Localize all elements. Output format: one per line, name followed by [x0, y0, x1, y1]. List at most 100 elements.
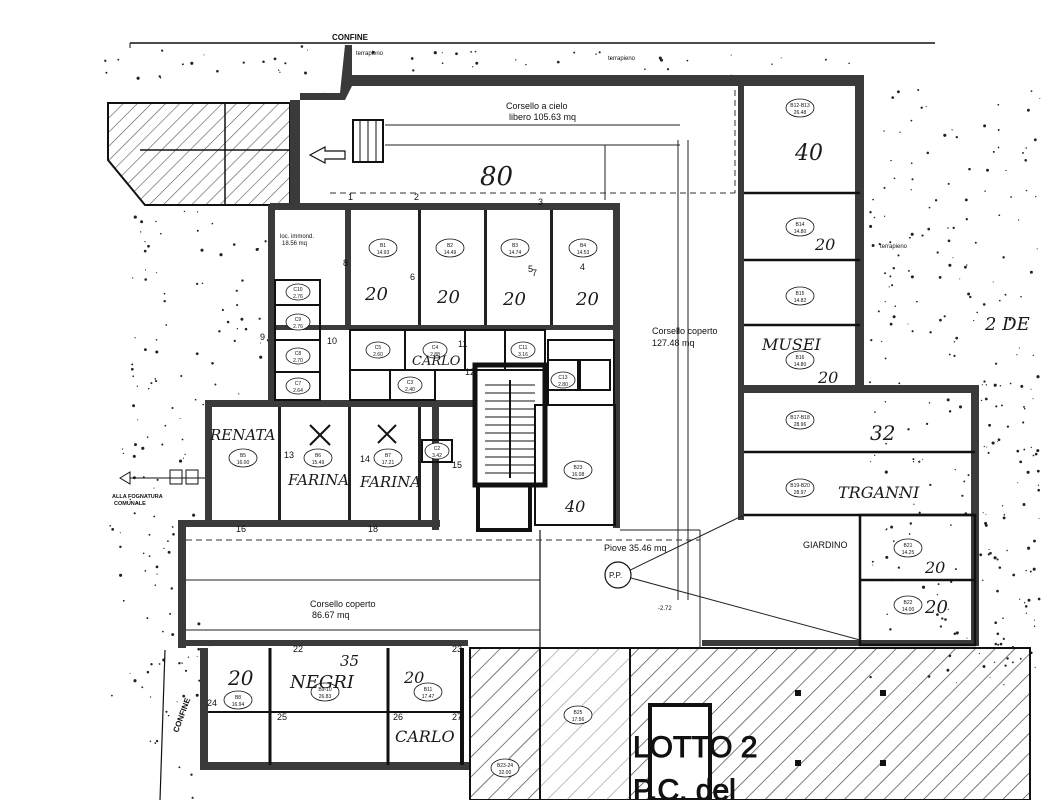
garage-tag: [785, 410, 815, 430]
garage-tag: [785, 98, 815, 118]
section-number: 23: [452, 644, 462, 654]
speckle-dot: [105, 71, 108, 74]
handwriting-musei: MUSEI: [761, 335, 822, 354]
section-number: 12: [465, 367, 475, 377]
speckle-dot: [869, 381, 871, 384]
cellar-area: 3.16: [518, 352, 528, 358]
speckle-dot: [666, 68, 670, 71]
speckle-dot: [911, 330, 914, 333]
speckle-dot: [1005, 169, 1007, 172]
speckle-dot: [1038, 518, 1040, 520]
speckle-dot: [140, 220, 144, 224]
speckle-dot: [1001, 505, 1004, 507]
speckle-dot: [150, 663, 153, 666]
speckle-dot: [1016, 354, 1018, 356]
corsello-right-label: Corsello coperto: [652, 326, 718, 336]
speckle-dot: [1026, 470, 1030, 474]
speckle-dot: [884, 401, 887, 403]
speckle-dot: [226, 320, 230, 324]
speckle-dot: [198, 679, 201, 682]
garage-tag: [303, 448, 333, 468]
right-garages: [744, 191, 977, 647]
speckle-dot: [996, 632, 1000, 636]
speckle-dot: [197, 622, 201, 626]
speckle-dot: [190, 773, 193, 776]
speckle-dot: [146, 617, 149, 620]
handwriting-20-b2: 20: [436, 287, 460, 308]
speckle-dot: [1017, 482, 1019, 484]
speckle-dot: [1004, 293, 1007, 296]
speckle-dot: [144, 348, 147, 351]
speckle-dot: [262, 60, 265, 64]
speckle-dot: [233, 339, 236, 343]
speckle-dot: [178, 766, 181, 769]
cellar-code: C4: [432, 345, 439, 351]
speckle-dot: [214, 383, 217, 386]
speckle-dot: [1019, 598, 1021, 600]
speckle-dot: [958, 405, 963, 409]
speckle-dot: [965, 218, 968, 221]
speckle-dot: [997, 643, 1000, 646]
speckle-dot: [953, 354, 956, 357]
speckle-dot: [997, 438, 1001, 442]
speckle-dot: [894, 305, 897, 307]
speckle-dot: [946, 398, 950, 402]
speckle-dot: [412, 69, 415, 72]
speckle-dot: [988, 423, 991, 427]
speckle-dot: [1027, 546, 1031, 550]
speckle-dot: [171, 633, 175, 637]
cellar-tag: [285, 347, 311, 365]
speckle-dot: [986, 168, 989, 172]
fognatura-label-1: ALLA FOGNATURA: [112, 494, 163, 500]
cellar-tag: [422, 341, 448, 359]
speckle-dot: [939, 318, 942, 322]
speckle-dot: [242, 61, 245, 64]
speckle-dot: [995, 405, 998, 408]
garage-tag: [568, 238, 598, 258]
speckle-dot: [892, 540, 895, 542]
speckle-dot: [410, 57, 414, 60]
speckle-dot: [1035, 195, 1037, 198]
speckle-dot: [433, 51, 437, 55]
speckle-dot: [191, 796, 194, 799]
speckle-dot: [911, 178, 914, 181]
speckle-dot: [236, 328, 239, 330]
speckle-dot: [992, 281, 994, 283]
speckle-dot: [937, 583, 940, 586]
garage-area: 28.96: [794, 422, 807, 428]
speckle-dot: [889, 322, 893, 326]
speckle-dot: [917, 89, 920, 91]
speckle-dot: [144, 570, 147, 572]
speckle-dot: [959, 278, 961, 280]
speckle-dot: [192, 513, 196, 517]
speckle-dot: [190, 61, 194, 65]
speckle-dot: [891, 284, 894, 287]
speckle-dot: [1022, 421, 1025, 424]
access-ramp: [107, 100, 300, 210]
garage-area: 32.00: [499, 770, 512, 776]
speckle-dot: [884, 272, 886, 275]
speckle-dot: [886, 613, 888, 616]
speckle-dot: [169, 612, 172, 615]
garage-area: 14.74: [509, 250, 522, 256]
section-number: 6: [410, 272, 415, 282]
speckle-dot: [307, 49, 309, 51]
speckle-dot: [910, 119, 913, 122]
corsello-right-area: 127.48 mq: [652, 338, 695, 348]
speckle-dot: [943, 133, 947, 137]
speckle-dot: [982, 579, 984, 582]
speckle-dot: [1030, 388, 1032, 390]
speckle-dot: [936, 594, 939, 596]
speckle-dot: [455, 52, 458, 56]
speckle-dot: [997, 103, 1000, 106]
speckle-dot: [966, 264, 968, 266]
terrapieno-label-3: terrapieno: [880, 244, 908, 250]
speckle-dot: [195, 693, 199, 697]
speckle-dot: [163, 547, 165, 550]
speckle-dot: [163, 292, 166, 295]
speckle-dot: [158, 75, 161, 78]
speckle-dot: [241, 279, 244, 282]
speckle-dot: [171, 406, 174, 410]
speckle-dot: [939, 625, 943, 628]
speckle-dot: [161, 443, 164, 446]
